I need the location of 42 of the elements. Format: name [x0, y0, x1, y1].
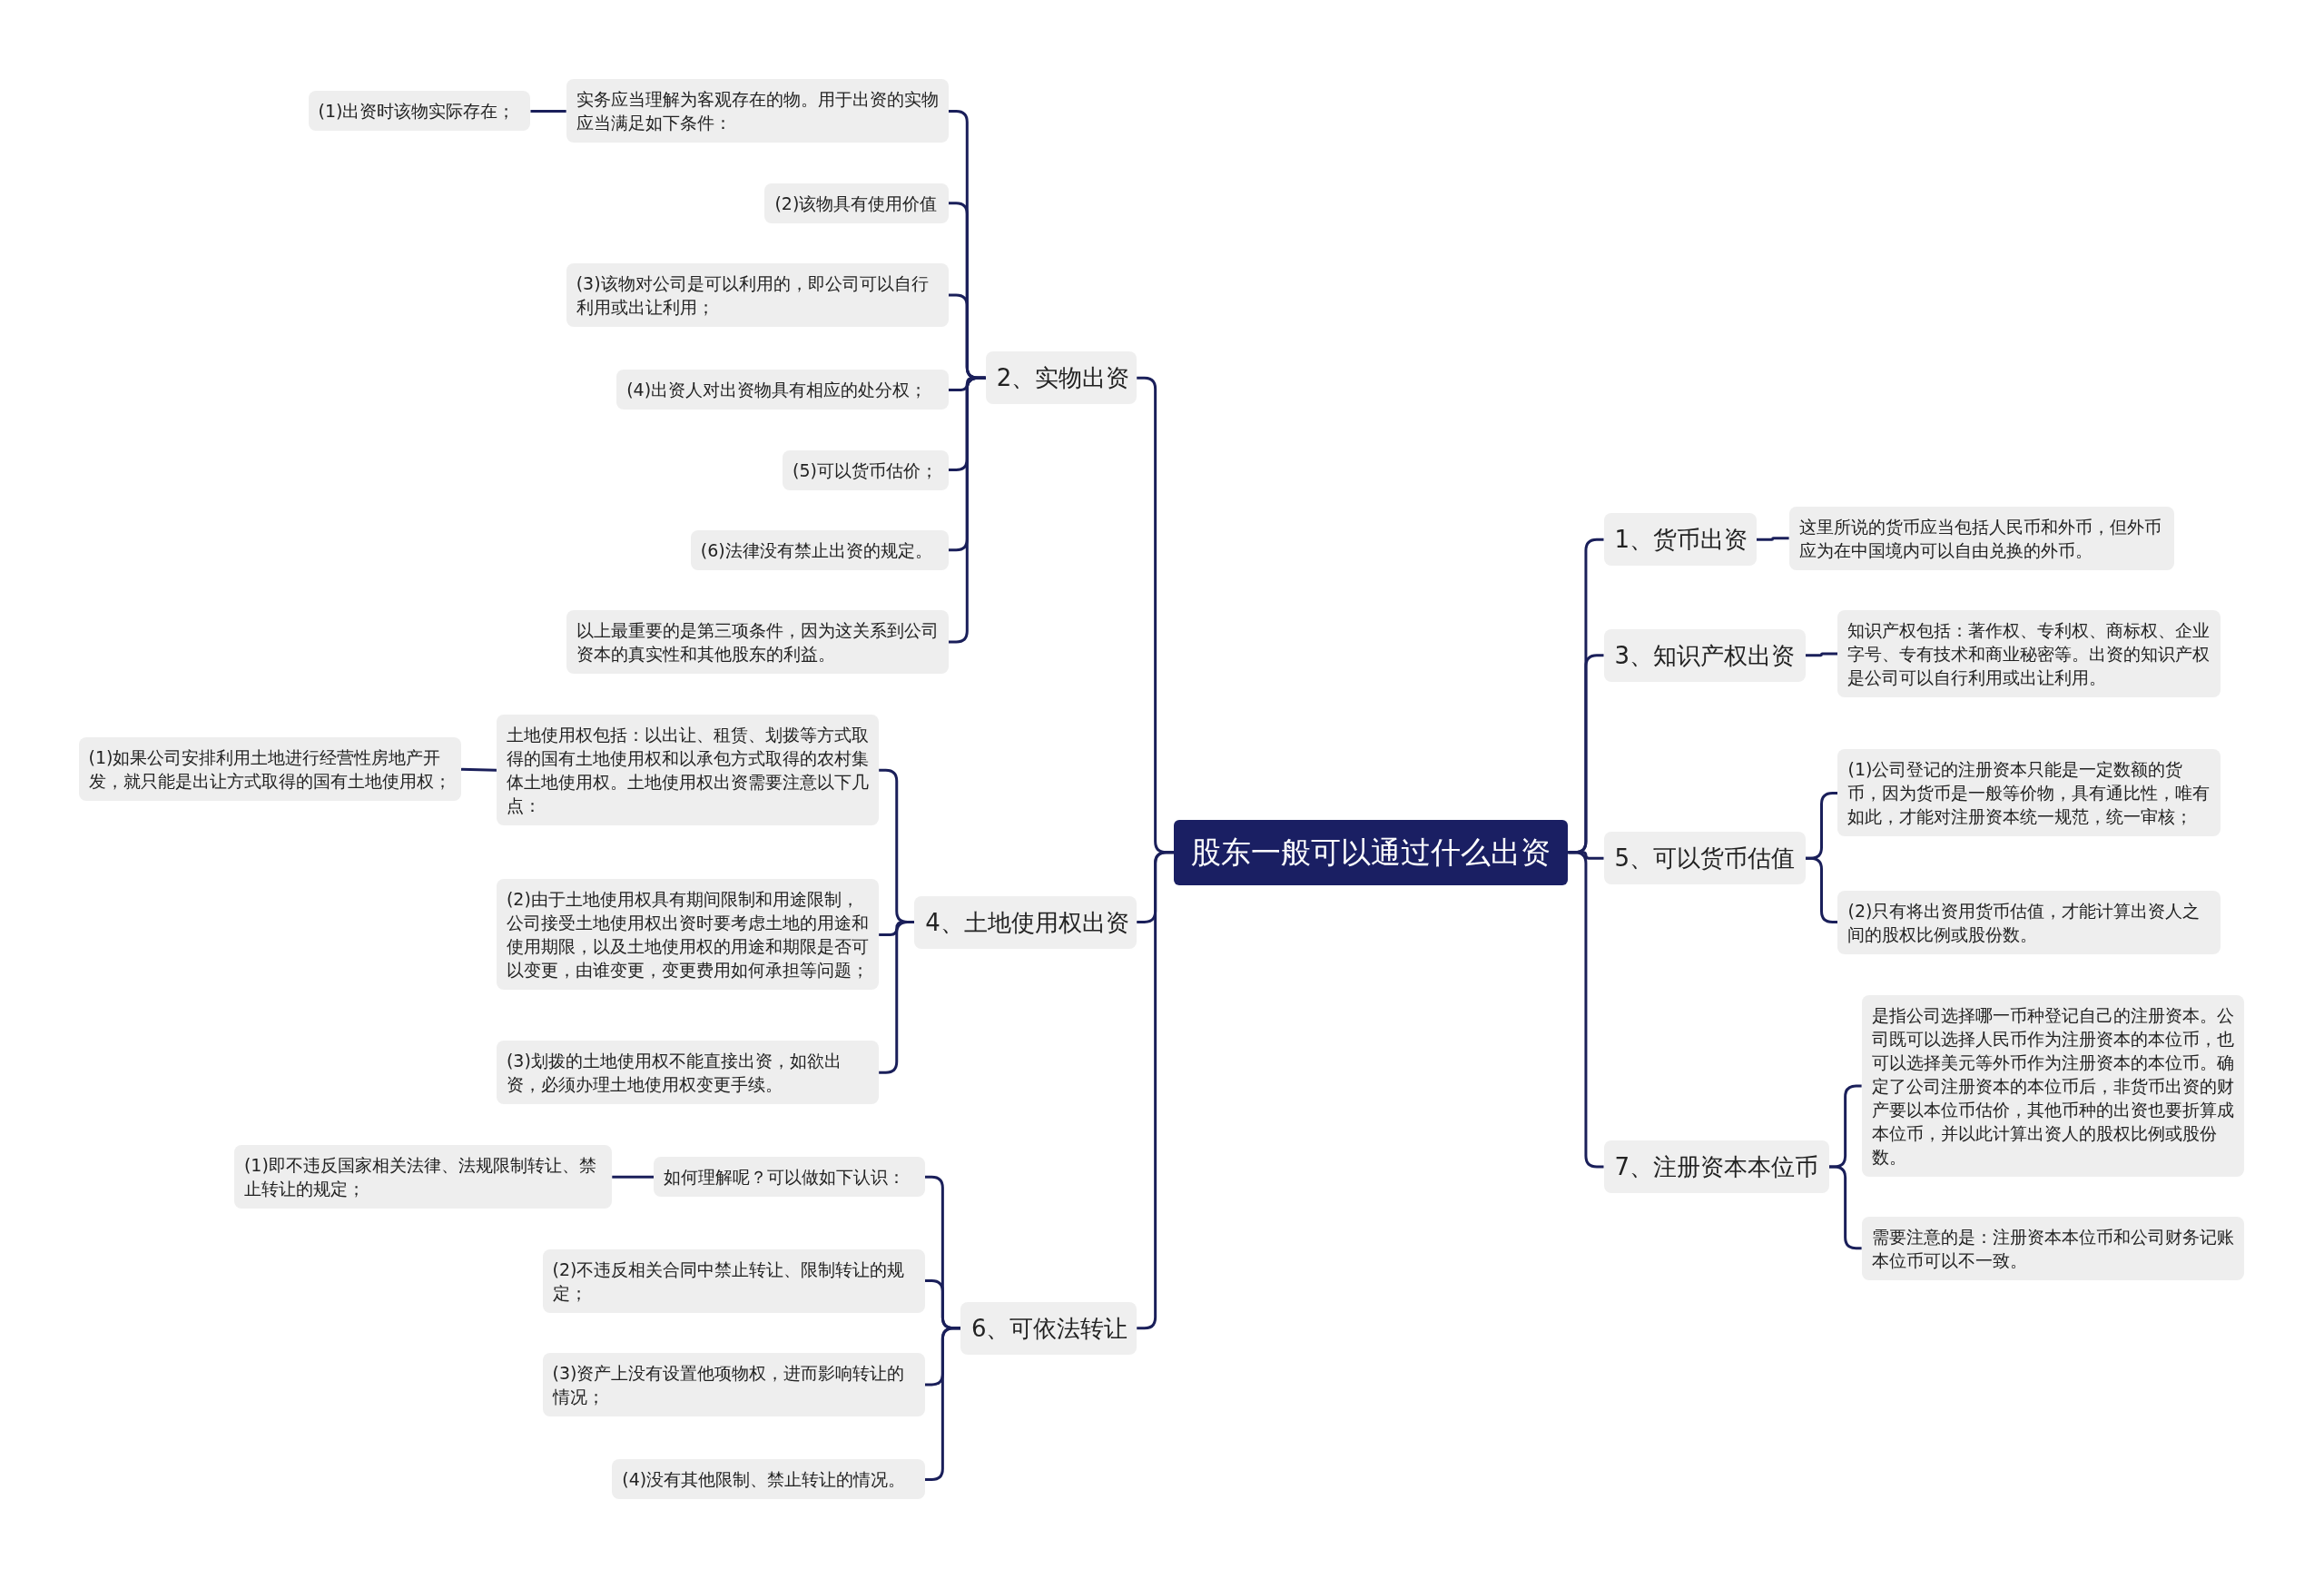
subtopic-box: 如何理解呢？可以做如下认识： — [654, 1157, 925, 1198]
subtopic-box: 需要注意的是：注册资本本位币和公司财务记账本位币可以不一致。 — [1861, 1216, 2244, 1280]
subtopic-box: (5)可以货币估价； — [783, 449, 949, 490]
subtopic-box: (3)资产上没有设置他项物权，进而影响转让的情况； — [542, 1352, 925, 1416]
connector-line — [460, 767, 497, 772]
topic-box: 1、货币出资 — [1603, 513, 1757, 567]
connector-line — [612, 1175, 654, 1179]
connector-line — [530, 109, 566, 113]
subtopic-box: 知识产权包括：著作权、专利权、商标权、企业字号、专有技术和商业秘密等。出资的知识产权是公司可以自行利用或出让利用。 — [1837, 610, 2221, 697]
connector-line — [1805, 856, 1838, 923]
connector-line — [1137, 851, 1175, 1330]
topic-box: 7、注册资本本位币 — [1603, 1140, 1829, 1193]
subtopic-box: (2)只有将出资用货币估值，才能计算出资人之间的股权比例或股份数。 — [1837, 890, 2221, 954]
subtopic-box: 实务应当理解为客观存在的物。用于出资的实物应当满足如下条件： — [566, 79, 949, 143]
connector-line — [924, 1327, 960, 1481]
topic-box: 6、可依法转让 — [960, 1301, 1137, 1355]
subtopic-box: (2)不违反相关合同中禁止转让、限制转让的规定； — [542, 1248, 925, 1313]
topic-box: 2、实物出资 — [985, 351, 1137, 405]
subtopic-box: (2)该物具有使用价值 — [764, 183, 949, 223]
subtopic-box: 土地使用权包括：以出让、租赁、划拨等方式取得的国有土地使用权和以承包方式取得的农村集体土地使用权。土地使用权出资需要注意以下几点： — [496, 715, 880, 826]
subtopic-box: (6)法律没有禁止出资的规定。 — [690, 529, 949, 570]
subtopic-box: (1)如果公司安排利用土地进行经营性房地产开发，就只能是出让方式取得的国有土地使用权； — [78, 737, 461, 802]
connector-line — [1805, 652, 1838, 657]
subtopic-box: 是指公司选择哪一币种登记自己的注册资本。公司既可以选择人民币作为注册资本的本位币，也可以选择美元等外币作为注册资本的本位币。确定了公司注册资本的本位币后，非货币出资的财产要以本位币估价，其他币种的出资也要折算成本位币，并以此计算出资人的股权比例或股份数。 — [1861, 994, 2244, 1177]
subtopic-box: (4)出资人对出资物具有相应的处分权； — [616, 370, 949, 410]
subtopic-box: (1)即不违反国家相关法律、法规限制转让、禁止转让的规定； — [233, 1145, 613, 1209]
subtopic-box: (2)由于土地使用权具有期间限制和用途限制，公司接受土地使用权出资时要考虑土地的用途和使用期限，以及土地使用权的用途和期限是否可以变更，由谁变更，变更费用如何承担等问题； — [496, 879, 880, 991]
connector-line — [948, 376, 986, 644]
subtopic-box: 这里所说的货币应当包括人民币和外币，但外币应为在中国境内可以自由兑换的外币。 — [1788, 506, 2175, 570]
topic-box: 5、可以货币估值 — [1603, 832, 1806, 885]
connector-line — [1568, 851, 1604, 1169]
subtopic-box: (4)没有其他限制、禁止转让的情况。 — [612, 1459, 925, 1500]
connector-line — [1756, 537, 1789, 541]
subtopic-box: (3)划拨的土地使用权不能直接出资，如欲出资，必须办理土地使用权变更手续。 — [496, 1041, 880, 1105]
subtopic-box: (1)出资时该物实际存在； — [308, 91, 531, 132]
central-topic-box: 股东一般可以通过什么出资 — [1174, 819, 1569, 885]
subtopic-box: 以上最重要的是第三项条件，因为这关系到公司资本的真实性和其他股东的利益。 — [566, 609, 949, 674]
subtopic-box: (3)该物对公司是可以利用的，即公司可以自行利用或出让利用； — [566, 262, 949, 327]
connector-line — [879, 921, 915, 1074]
subtopic-box: (1)公司登记的注册资本只能是一定数额的货币，因为货币是一般等价物，具有通比性，唯有如此，才能对注册资本统一规范，统一审核； — [1837, 749, 2221, 837]
topic-box: 3、知识产权出资 — [1603, 628, 1806, 682]
topic-box: 4、土地使用权出资 — [914, 895, 1137, 949]
